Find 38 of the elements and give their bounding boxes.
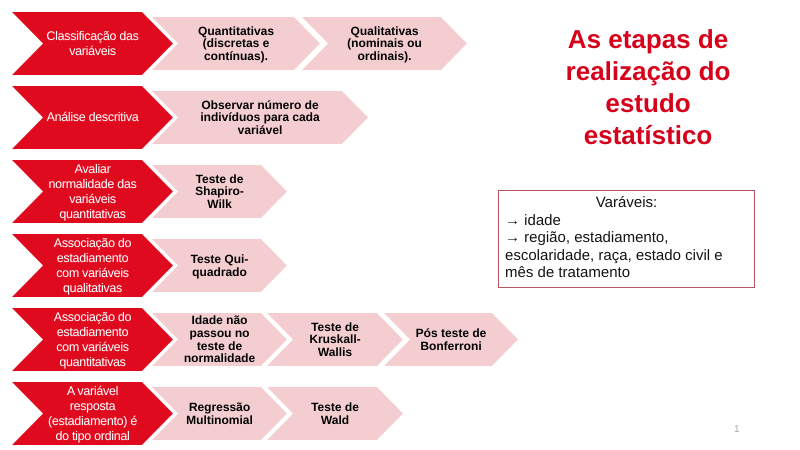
step-label: Classificação das variáveis xyxy=(45,28,140,58)
method-label: Teste de Wald xyxy=(310,400,360,426)
slide-title: As etapas de realização do estudo estatístico xyxy=(564,23,732,151)
method-panel xyxy=(267,313,403,366)
step-panel xyxy=(12,12,173,75)
step-panel xyxy=(12,160,173,223)
method-label: Regressão Multinomial xyxy=(185,400,254,426)
method-label: Observar número de indivíduos para cada variável xyxy=(199,98,321,136)
method-panel xyxy=(152,313,287,366)
method-panel xyxy=(152,165,287,218)
step-label: Análise descritiva xyxy=(46,110,138,125)
step-panel xyxy=(12,234,173,297)
method-label: Teste de Kruskall-Wallis xyxy=(308,320,362,358)
method-panel xyxy=(267,387,403,440)
method-label: Idade não passou no teste de normalidade xyxy=(182,314,256,365)
step-panel xyxy=(12,86,173,149)
variables-box xyxy=(498,190,755,288)
page-number: 1 xyxy=(734,424,740,435)
step-label: Associação do estadiamento com variáveis qualitativas xyxy=(52,236,132,296)
step-panel xyxy=(12,308,173,371)
method-label: Teste Qui-quadrado xyxy=(190,252,250,278)
list-item: → idade xyxy=(505,212,562,229)
step-label: Avaliar normalidade das variáveis quantitativas xyxy=(48,162,138,222)
list-item: → região, estadiamento, escolaridade, raça, estado civil e mês de tratamento xyxy=(505,229,724,282)
box-heading: Varáveis: xyxy=(594,194,658,212)
step-panel xyxy=(12,382,173,445)
method-panel xyxy=(384,313,518,366)
method-label: Pós teste de Bonferroni xyxy=(414,326,488,352)
method-label: Teste de Shapiro-Wilk xyxy=(194,172,245,210)
method-panel xyxy=(152,387,287,440)
method-panel xyxy=(152,239,287,292)
method-label: Quantitativas (discretas e contínuas). xyxy=(196,24,276,62)
method-panel xyxy=(302,17,467,70)
method-panel xyxy=(152,17,320,70)
method-panel xyxy=(152,91,368,144)
step-label: A variável resposta (estadiamento) é do tipo ordinal xyxy=(47,384,138,444)
step-label: Associação do estadiamento com variáveis quantitativas xyxy=(52,310,132,370)
method-label: Qualitativas (nominais ou ordinais). xyxy=(346,24,423,62)
